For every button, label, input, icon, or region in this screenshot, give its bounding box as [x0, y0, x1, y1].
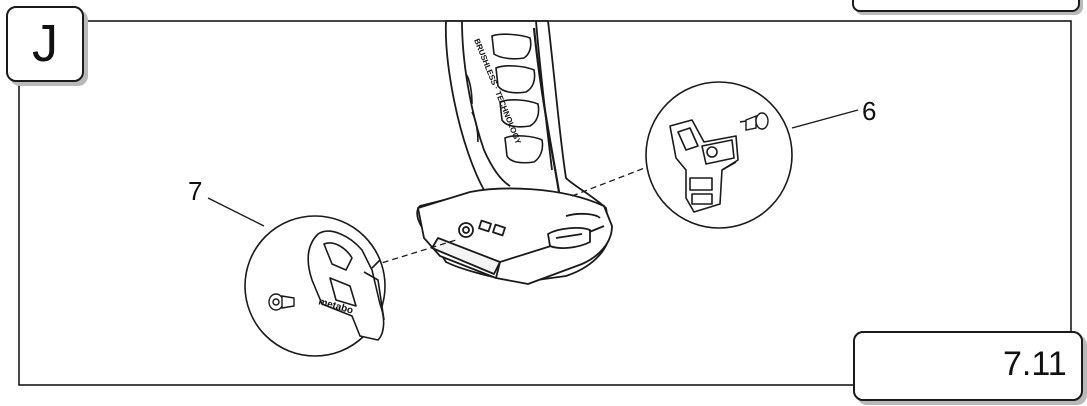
- callout-part6: 6: [862, 96, 877, 126]
- step-label: J: [6, 6, 84, 82]
- leader-line-part6: [791, 109, 859, 129]
- screw-part6: [739, 112, 769, 131]
- belt-clip-part: [307, 230, 385, 341]
- previous-step-tab: [852, 0, 1080, 12]
- callout-part7: 7: [188, 176, 203, 206]
- leader-line-part7: [207, 197, 265, 227]
- reference-section: 7.11: [1003, 345, 1067, 383]
- drill-base: [417, 187, 613, 285]
- reference-box: [853, 331, 1083, 401]
- screw-part7: [268, 293, 295, 311]
- drill-grip-ribs: [465, 33, 544, 164]
- belt-hook-part: [669, 119, 739, 213]
